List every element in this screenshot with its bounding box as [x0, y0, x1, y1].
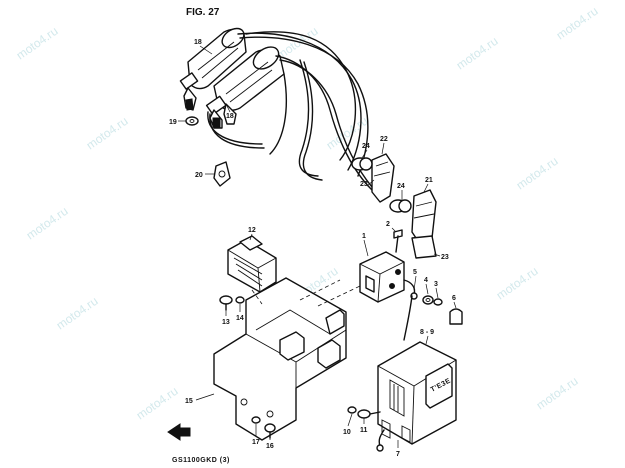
washer-3 — [433, 298, 443, 306]
ignition-coil-right — [205, 46, 285, 129]
callout-10: 10 — [343, 429, 351, 436]
watermark: moto4.ru — [554, 4, 601, 43]
watermark: moto4.ru — [24, 204, 71, 243]
callout-20: 20 — [195, 172, 203, 179]
washer-19 — [185, 116, 199, 126]
watermark: moto4.ru — [494, 264, 541, 303]
fuse-box: T'E3E — [377, 341, 457, 445]
mount-guide — [251, 289, 263, 305]
watermark: moto4.ru — [514, 154, 561, 193]
callout-23-upper: 23 — [360, 181, 368, 188]
callout-11: 11 — [360, 427, 368, 434]
bolt-13 — [219, 295, 233, 311]
rubber-boot-24-upper — [351, 157, 373, 171]
callout-14: 14 — [236, 315, 244, 322]
bolt-2 — [393, 229, 403, 253]
callout-18-bottom: 18 — [226, 113, 234, 120]
watermark: moto4.ru — [14, 24, 61, 63]
lead-5 — [403, 295, 413, 341]
fuse-box-lead — [376, 429, 385, 452]
watermark: moto4.ru — [454, 34, 501, 73]
ignition-coil-left — [179, 27, 247, 111]
callout-17: 17 — [252, 439, 260, 446]
washer-17 — [251, 416, 261, 424]
watermark: moto4.ru — [54, 294, 101, 333]
regulator-12 — [227, 235, 277, 293]
callout-19: 19 — [169, 119, 177, 126]
callout-5: 5 — [413, 269, 417, 276]
callout-8-9: 8 - 9 — [420, 329, 434, 336]
callout-6: 6 — [452, 295, 456, 302]
figure-title: FIG. 27 — [186, 7, 220, 18]
plug-cap-21 — [411, 189, 437, 259]
rubber-boot-24-lower — [389, 199, 412, 213]
leader-lines — [178, 45, 457, 448]
mounting-bracket — [213, 277, 361, 441]
callout-12: 12 — [248, 227, 256, 234]
callout-1: 1 — [362, 233, 366, 240]
cap-6 — [449, 308, 463, 325]
washer-4 — [422, 295, 434, 305]
plug-cap-22 — [371, 153, 395, 203]
washer-10 — [347, 406, 357, 414]
model-code: GS1100GKD (3) — [172, 457, 230, 464]
front-direction-arrow-icon — [167, 423, 191, 441]
high-tension-leads — [207, 31, 379, 195]
callout-4: 4 — [424, 277, 428, 284]
callout-16: 16 — [266, 443, 274, 450]
lead-clamp-20 — [213, 161, 231, 187]
callout-22: 22 — [380, 136, 388, 143]
bolt-11 — [357, 409, 381, 419]
starter-relay — [359, 251, 405, 303]
callout-15: 15 — [185, 398, 193, 405]
callout-24-lower: 24 — [397, 183, 405, 190]
callout-labels: 18 18 19 20 24 22 23 24 21 23 1 2 5 4 3 … — [169, 39, 456, 458]
callout-2: 2 — [386, 221, 390, 228]
watermark: moto4.ru — [534, 374, 581, 413]
callout-23-lower: 23 — [441, 254, 449, 261]
watermark: moto4.ru — [84, 114, 131, 153]
washer-14 — [235, 296, 245, 304]
callout-18-top: 18 — [194, 39, 202, 46]
callout-7: 7 — [396, 451, 400, 458]
watermark: moto4.ru — [134, 384, 181, 423]
callout-24-upper: 24 — [362, 143, 370, 150]
callout-13: 13 — [222, 319, 230, 326]
callout-3: 3 — [434, 281, 438, 288]
callout-21: 21 — [425, 177, 433, 184]
